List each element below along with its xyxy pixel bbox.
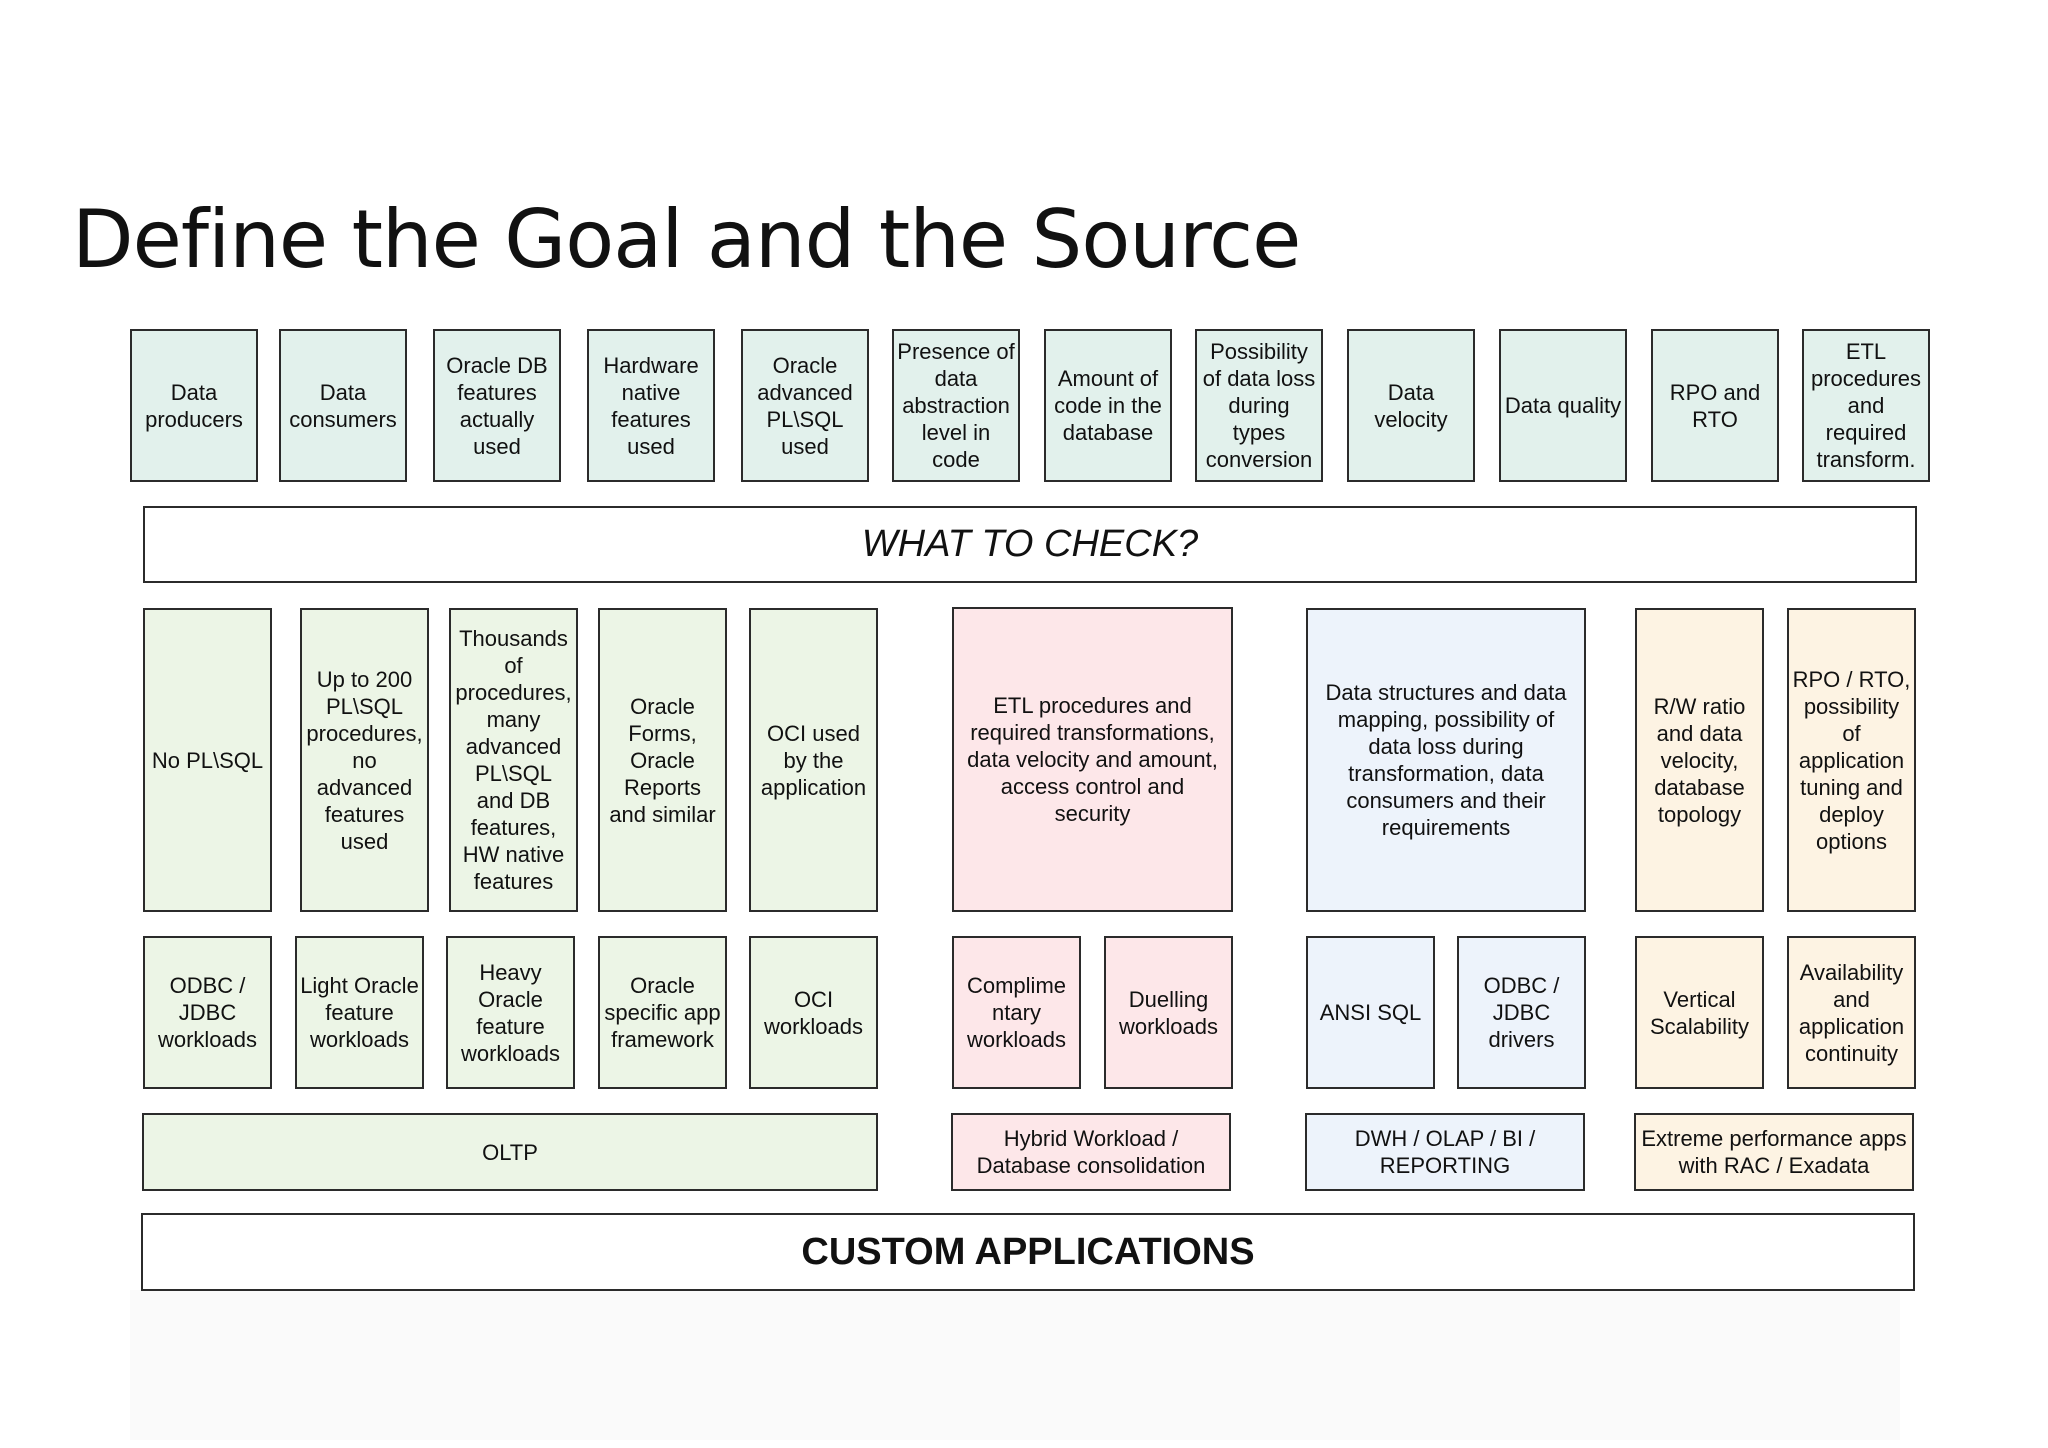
oltp-detail-no-plsql: No PL\SQL — [143, 608, 272, 912]
check-item-data-quality: Data quality — [1499, 329, 1627, 482]
oltp-detail-thousands: Thousands of procedures, many advanced P… — [449, 608, 578, 912]
workload-complimentary: Complime ntary workloads — [952, 936, 1081, 1089]
check-item-label: Hardware native features used — [603, 352, 699, 459]
check-item-label: Oracle DB features actually used — [446, 352, 548, 459]
dwh-detail: Data structures and data mapping, possib… — [1306, 608, 1586, 912]
custom-applications-band: CUSTOM APPLICATIONS — [141, 1213, 1915, 1291]
check-item-label: RPO and RTO — [1669, 379, 1761, 432]
check-item-oracle-db-features: Oracle DB features actually used — [433, 329, 561, 482]
workload-oracle-app-framework: Oracle specific app framework — [598, 936, 727, 1089]
workload-label: OCI workloads — [763, 986, 864, 1039]
workload-label: Vertical Scalability — [1649, 986, 1750, 1039]
check-item-label: Presence of data abstraction level in co… — [897, 339, 1015, 472]
workload-label: ODBC / JDBC workloads — [157, 973, 258, 1052]
check-item-rpo-rto: RPO and RTO — [1651, 329, 1779, 482]
detail-label: Data structures and data mapping, possib… — [1325, 680, 1567, 840]
category-label: OLTP — [482, 1139, 538, 1165]
check-item-data-consumers: Data consumers — [279, 329, 407, 482]
check-item-label: Data consumers — [289, 379, 397, 432]
extreme-detail-rw-ratio: R/W ratio and data velocity, database to… — [1635, 608, 1764, 912]
workload-heavy-oracle: Heavy Oracle feature workloads — [446, 936, 575, 1089]
check-item-data-velocity: Data velocity — [1347, 329, 1475, 482]
category-oltp: OLTP — [142, 1113, 878, 1191]
category-label: Extreme performance apps with RAC / Exad… — [1641, 1126, 1907, 1178]
workload-odbc-jdbc-drivers: ODBC / JDBC drivers — [1457, 936, 1586, 1089]
hybrid-detail: ETL procedures and required transformati… — [952, 607, 1233, 912]
workload-label: Heavy Oracle feature workloads — [460, 959, 561, 1066]
workload-label: Complime ntary workloads — [966, 973, 1067, 1052]
category-hybrid-workload: Hybrid Workload / Database consolidation — [951, 1113, 1231, 1191]
workload-label: ODBC / JDBC drivers — [1483, 973, 1560, 1052]
workload-label: Oracle specific app framework — [604, 973, 721, 1052]
check-item-data-producers: Data producers — [130, 329, 258, 482]
what-to-check-label: WHAT TO CHECK? — [861, 523, 1199, 565]
check-item-data-loss-conversion: Possibility of data loss during types co… — [1195, 329, 1323, 482]
workload-vertical-scalability: Vertical Scalability — [1635, 936, 1764, 1089]
oltp-detail-up-to-200: Up to 200 PL\SQL procedures, no advanced… — [300, 608, 429, 912]
workload-availability: Availability and application continuity — [1787, 936, 1916, 1089]
workload-label: Light Oracle feature workloads — [300, 973, 419, 1052]
custom-applications-label: CUSTOM APPLICATIONS — [801, 1230, 1255, 1273]
detail-label: R/W ratio and data velocity, database to… — [1653, 693, 1746, 827]
check-item-label: Amount of code in the database — [1054, 366, 1162, 445]
bottom-shade — [130, 1290, 1900, 1440]
workload-odbc-jdbc: ODBC / JDBC workloads — [143, 936, 272, 1089]
detail-label: Thousands of procedures, many advanced P… — [455, 626, 572, 894]
detail-label: ETL procedures and required transformati… — [967, 693, 1218, 826]
check-item-data-abstraction: Presence of data abstraction level in co… — [892, 329, 1020, 482]
check-item-label: Data velocity — [1374, 379, 1448, 432]
check-item-label: Possibility of data loss during types co… — [1202, 339, 1316, 472]
detail-label: OCI used by the application — [760, 720, 867, 800]
workload-ansi-sql: ANSI SQL — [1306, 936, 1435, 1089]
workload-label: Availability and application continuity — [1798, 959, 1905, 1066]
page-title: Define the Goal and the Source — [72, 193, 1301, 286]
check-item-label: ETL procedures and required transform. — [1810, 339, 1922, 472]
check-item-label: Data producers — [145, 379, 243, 432]
check-item-etl-procedures: ETL procedures and required transform. — [1802, 329, 1930, 482]
workload-label: ANSI SQL — [1319, 1000, 1422, 1025]
category-dwh-olap: DWH / OLAP / BI / REPORTING — [1305, 1113, 1585, 1191]
detail-label: RPO / RTO, possibility of application tu… — [1792, 666, 1911, 854]
category-label: DWH / OLAP / BI / REPORTING — [1354, 1126, 1536, 1178]
workload-label: Duelling workloads — [1118, 986, 1219, 1039]
check-item-advanced-plsql: Oracle advanced PL\SQL used — [741, 329, 869, 482]
category-extreme-performance: Extreme performance apps with RAC / Exad… — [1634, 1113, 1914, 1191]
oltp-detail-oci-used: OCI used by the application — [749, 608, 878, 912]
check-item-amount-of-code: Amount of code in the database — [1044, 329, 1172, 482]
detail-label: No PL\SQL — [151, 747, 264, 773]
workload-oci: OCI workloads — [749, 936, 878, 1089]
detail-label: Oracle Forms, Oracle Reports and similar — [609, 693, 716, 827]
category-label: Hybrid Workload / Database consolidation — [976, 1126, 1206, 1178]
oltp-detail-oracle-forms: Oracle Forms, Oracle Reports and similar — [598, 608, 727, 912]
what-to-check-band: WHAT TO CHECK? — [143, 506, 1917, 583]
detail-label: Up to 200 PL\SQL procedures, no advanced… — [306, 666, 423, 854]
check-item-hardware-features: Hardware native features used — [587, 329, 715, 482]
workload-light-oracle: Light Oracle feature workloads — [295, 936, 424, 1089]
check-item-label: Oracle advanced PL\SQL used — [757, 352, 853, 459]
workload-duelling: Duelling workloads — [1104, 936, 1233, 1089]
extreme-detail-rpo-rto: RPO / RTO, possibility of application tu… — [1787, 608, 1916, 912]
check-item-label: Data quality — [1504, 393, 1622, 418]
